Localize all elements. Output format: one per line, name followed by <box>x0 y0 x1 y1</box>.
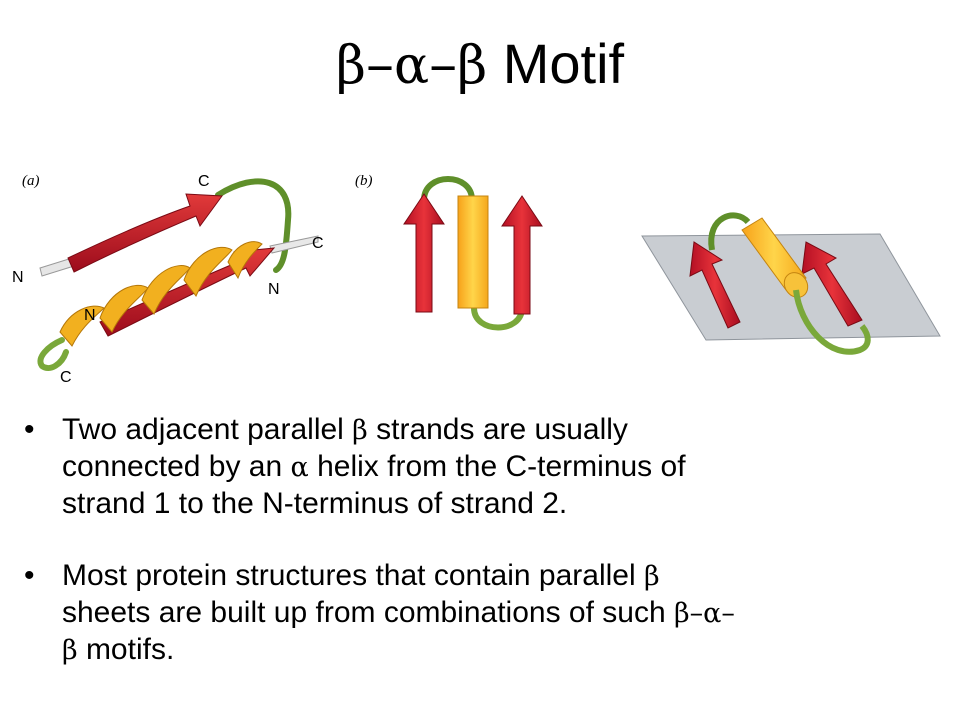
bullet-1-beta: β <box>352 415 368 446</box>
bullet-list: • Two adjacent parallel β strands are usu… <box>22 412 942 705</box>
panel-a-ribbon-diagram: (a) C C N N N C <box>12 173 324 386</box>
bullet-2-dash-2: – <box>721 598 735 629</box>
bullet-2-text-b: sheets are built up from combinations of… <box>62 596 674 629</box>
loop-sheet-bottom <box>793 289 871 355</box>
helix-sheet-cylinder <box>741 217 809 298</box>
label-c-top: C <box>198 173 210 190</box>
strand-2-tail <box>269 235 319 254</box>
panel-a-label: (a) <box>22 173 40 189</box>
title-beta-1: β <box>335 36 366 96</box>
bullet-item-2: • Most protein structures that contain pa… <box>22 558 942 669</box>
loop-b-top <box>421 176 475 201</box>
bullet-2-dash-1: – <box>689 598 704 629</box>
label-n-helix: N <box>84 307 96 324</box>
helix-a <box>59 241 263 347</box>
loop-a-top <box>215 178 292 273</box>
bullet-1-text-d: helix from the C-terminus of <box>308 450 686 483</box>
panel-b-sheet-diagram <box>641 212 941 355</box>
bullet-2-alpha: α <box>703 598 722 629</box>
bullet-1-text-b: strands are usually <box>367 413 628 446</box>
bullet-item-1: • Two adjacent parallel β strands are usu… <box>22 412 942 522</box>
bullet-dot-2: • <box>24 559 35 592</box>
panel-b-topology-diagram: (b) <box>355 173 543 331</box>
bullet-1-text-c: connected by an <box>62 450 291 483</box>
strand-sheet-left <box>689 241 741 329</box>
strand-sheet-right <box>801 241 863 327</box>
slide-title: β–α–β Motif <box>0 36 960 93</box>
strand-b-left <box>403 193 445 313</box>
title-dash-1: – <box>365 32 394 97</box>
label-c-right: C <box>312 235 324 252</box>
title-text: Motif <box>487 32 625 95</box>
strand-1-arrow <box>67 193 223 273</box>
bullet-2-beta-3: β <box>62 635 78 666</box>
loop-b-bottom <box>471 307 525 331</box>
title-dash-2: – <box>429 32 458 97</box>
bullet-1-text-a: Two adjacent parallel <box>62 413 353 446</box>
strand-b-right <box>501 195 543 315</box>
bullet-1-text-e: strand 1 to the N-terminus of strand 2. <box>62 487 568 520</box>
panel-b-label: (b) <box>355 173 373 189</box>
loop-sheet-top <box>708 212 751 251</box>
bullet-dot-1: • <box>24 413 35 446</box>
bullet-2-beta-2: β <box>673 598 690 629</box>
loop-a-bottom <box>37 337 69 372</box>
title-beta-2: β <box>457 36 488 96</box>
bullet-2-beta-1: β <box>643 561 660 592</box>
label-n-right: N <box>268 281 280 298</box>
bullet-1-alpha: α <box>290 452 309 483</box>
motif-figure: (a) C C N N N C (b) <box>12 173 941 386</box>
label-n-left: N <box>12 269 24 286</box>
bullet-2-text-c: motifs. <box>77 633 175 666</box>
title-alpha: α <box>393 36 430 96</box>
label-c-bottom: C <box>60 369 72 386</box>
bullet-2-text-a: Most protein structures that contain par… <box>62 559 644 592</box>
helix-b-cylinder <box>457 195 489 309</box>
